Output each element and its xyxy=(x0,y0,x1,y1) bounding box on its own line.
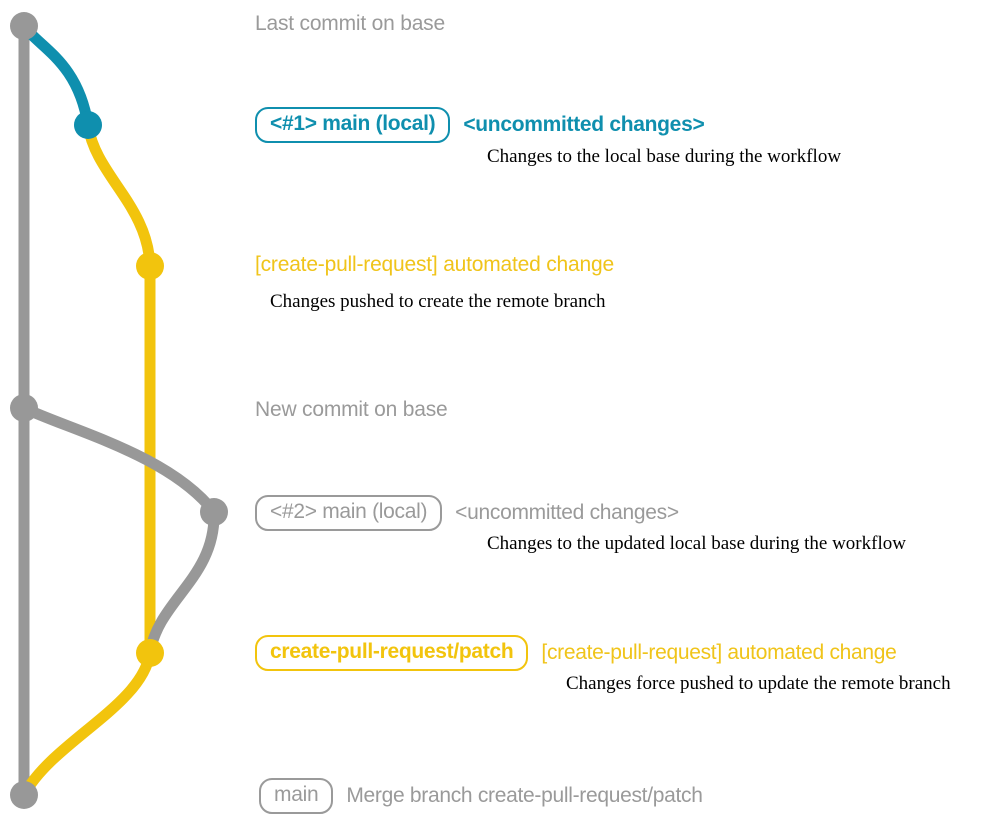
heading-last-commit-on-base: Last commit on base xyxy=(255,12,445,35)
commit-message-local-2: <uncommitted changes> xyxy=(455,501,679,525)
edge-base2-to-local2 xyxy=(18,402,220,518)
commit-node-base-1[interactable] xyxy=(10,12,38,40)
row-local-commit-1: <#1> main (local) <uncommitted changes> xyxy=(255,107,705,144)
row-local-commit-2: <#2> main (local) <uncommitted changes> xyxy=(255,495,679,532)
branch-pill-main-local-1[interactable]: <#1> main (local) xyxy=(255,107,451,144)
row-new-commit-on-base: New commit on base xyxy=(255,398,448,422)
edge-patch2-to-merge xyxy=(18,647,156,801)
heading-automated-change-1: [create-pull-request] automated change xyxy=(255,253,614,276)
row-automated-change-1: [create-pull-request] automated change xyxy=(255,253,614,277)
commit-message-merge: Merge branch create-pull-request/patch xyxy=(346,784,703,808)
branch-pill-create-pull-request-patch[interactable]: create-pull-request/patch xyxy=(255,635,529,672)
description-local-commit-2: Changes to the updated local base during… xyxy=(487,533,906,554)
heading-new-commit-on-base: New commit on base xyxy=(255,398,448,421)
commit-node-base-2[interactable] xyxy=(10,394,38,422)
description-automated-change-1: Changes pushed to create the remote bran… xyxy=(270,291,606,312)
row-automated-change-2: create-pull-request/patch [create-pull-r… xyxy=(255,635,897,672)
row-merge-commit: main Merge branch create-pull-request/pa… xyxy=(259,778,703,815)
description-automated-change-2: Changes force pushed to update the remot… xyxy=(566,673,951,694)
commit-message-automated-change-2: [create-pull-request] automated change xyxy=(541,641,897,665)
commit-node-patch-2[interactable] xyxy=(136,639,164,667)
description-local-commit-1: Changes to the local base during the wor… xyxy=(487,146,842,167)
edge-local2-to-patch2 xyxy=(144,506,220,659)
row-last-commit-on-base: Last commit on base xyxy=(255,12,445,36)
commit-message-local-1: <uncommitted changes> xyxy=(463,113,705,137)
branch-pill-main-local-2[interactable]: <#2> main (local) xyxy=(255,495,443,532)
commit-node-patch-1[interactable] xyxy=(136,252,164,280)
commit-node-merge[interactable] xyxy=(10,781,38,809)
commit-node-local-2[interactable] xyxy=(200,498,228,526)
edge-local1-to-patch1 xyxy=(82,119,156,272)
edge-base-to-local1 xyxy=(18,20,94,131)
branch-pill-main[interactable]: main xyxy=(259,778,334,815)
commit-node-local-1[interactable] xyxy=(74,111,102,139)
